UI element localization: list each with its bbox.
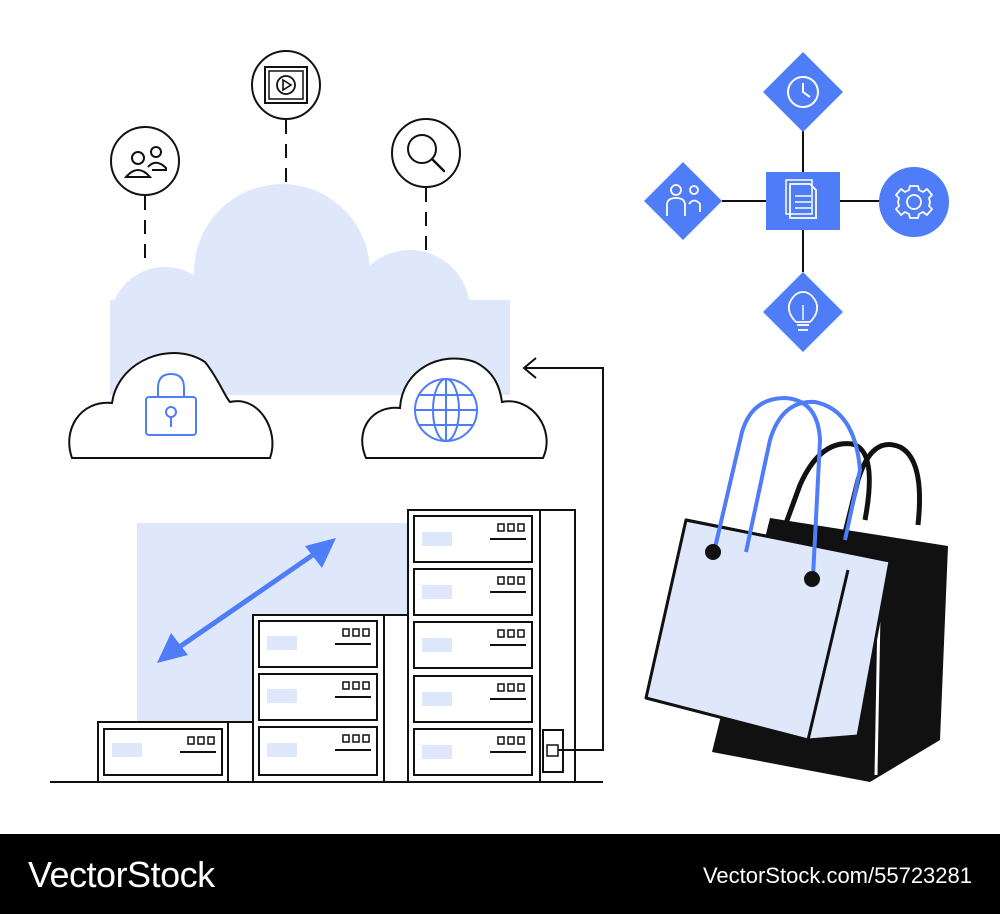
server-unit <box>258 620 378 668</box>
clock-icon <box>763 52 843 132</box>
users-icon <box>110 126 180 196</box>
server-unit <box>103 728 223 776</box>
lock-cloud <box>68 352 274 459</box>
illustration <box>50 50 949 783</box>
brand-logo[interactable]: VectorStock <box>28 854 215 895</box>
upload-arrow <box>522 357 604 751</box>
server-unit <box>258 673 378 721</box>
server-unit <box>413 515 533 563</box>
cloud-group <box>68 50 548 459</box>
server-rack-small <box>97 721 254 783</box>
workflow-diagram <box>644 52 949 352</box>
document-icon <box>766 172 840 230</box>
lock-icon <box>145 372 197 436</box>
server-unit <box>258 726 378 776</box>
server-unit <box>413 621 533 669</box>
globe-icon <box>414 378 478 442</box>
lightbulb-icon <box>763 272 843 352</box>
globe-cloud <box>361 357 548 459</box>
play-icon <box>251 50 321 120</box>
server-rack-medium <box>252 614 409 783</box>
server-unit <box>413 568 533 616</box>
footer-bar: VectorStock VectorStock.com/55723281 <box>0 834 1000 914</box>
server-group <box>50 357 604 783</box>
server-rack-tall <box>407 509 576 783</box>
server-unit <box>413 728 533 776</box>
double-arrow-icon <box>157 538 336 663</box>
stock-id: VectorStock.com/55723281 <box>702 863 972 888</box>
people-icon <box>644 162 722 240</box>
gear-icon <box>879 167 949 237</box>
search-icon <box>391 118 461 188</box>
shopping-bag-icon <box>644 395 948 782</box>
server-unit <box>413 675 533 723</box>
